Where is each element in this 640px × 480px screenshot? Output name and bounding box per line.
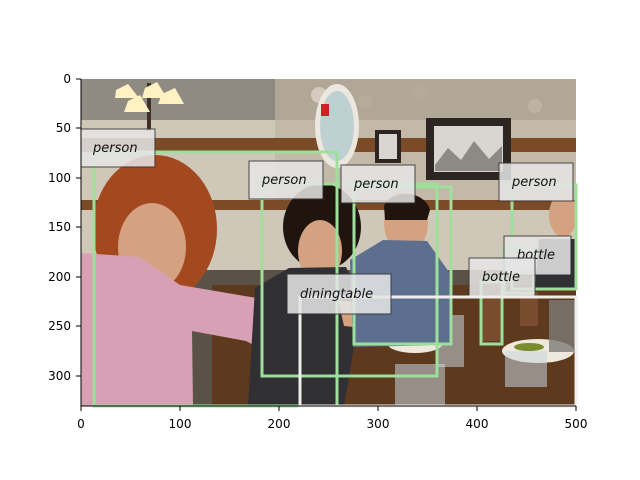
label-background <box>248 160 324 200</box>
label-background <box>286 273 392 315</box>
detection-person-3: person <box>340 164 453 346</box>
detection-bottle-2: bottle <box>468 257 536 346</box>
y-tick-label-200: 200 <box>48 270 71 284</box>
x-axis-ticks: 0 100 200 300 400 500 <box>77 406 587 431</box>
x-tick-label-100: 100 <box>169 417 192 431</box>
framed-pictures <box>375 118 511 180</box>
label-background <box>80 128 156 168</box>
x-tick-label-200: 200 <box>268 417 291 431</box>
label-background <box>468 257 536 298</box>
person-left <box>81 155 342 406</box>
label-background <box>498 162 574 202</box>
y-tick-label-150: 150 <box>48 220 71 234</box>
photo-image <box>81 79 576 406</box>
label-text: diningtable <box>300 287 373 302</box>
y-tick-label-0: 0 <box>63 72 71 86</box>
label-text: person <box>261 173 307 188</box>
label-text: bottle <box>482 270 520 285</box>
detection-person-1: person <box>80 128 339 408</box>
ceiling-lamp <box>115 82 184 131</box>
y-tick-label-100: 100 <box>48 171 71 185</box>
x-tick-label-300: 300 <box>367 417 390 431</box>
x-tick-label-0: 0 <box>77 417 85 431</box>
label-text: person <box>92 141 138 156</box>
axes: 0 100 200 300 400 500 0 50 100 150 200 2… <box>48 72 587 431</box>
y-tick-label-250: 250 <box>48 319 71 333</box>
label-text: person <box>511 175 557 190</box>
x-tick-label-500: 500 <box>565 417 588 431</box>
y-tick-label-300: 300 <box>48 369 71 383</box>
x-tick-label-400: 400 <box>466 417 489 431</box>
y-tick-label-50: 50 <box>56 121 71 135</box>
y-axis-ticks: 0 50 100 150 200 250 300 <box>48 72 81 383</box>
label-background <box>340 164 416 204</box>
wall-mirror <box>315 84 359 168</box>
label-text: person <box>353 177 399 192</box>
